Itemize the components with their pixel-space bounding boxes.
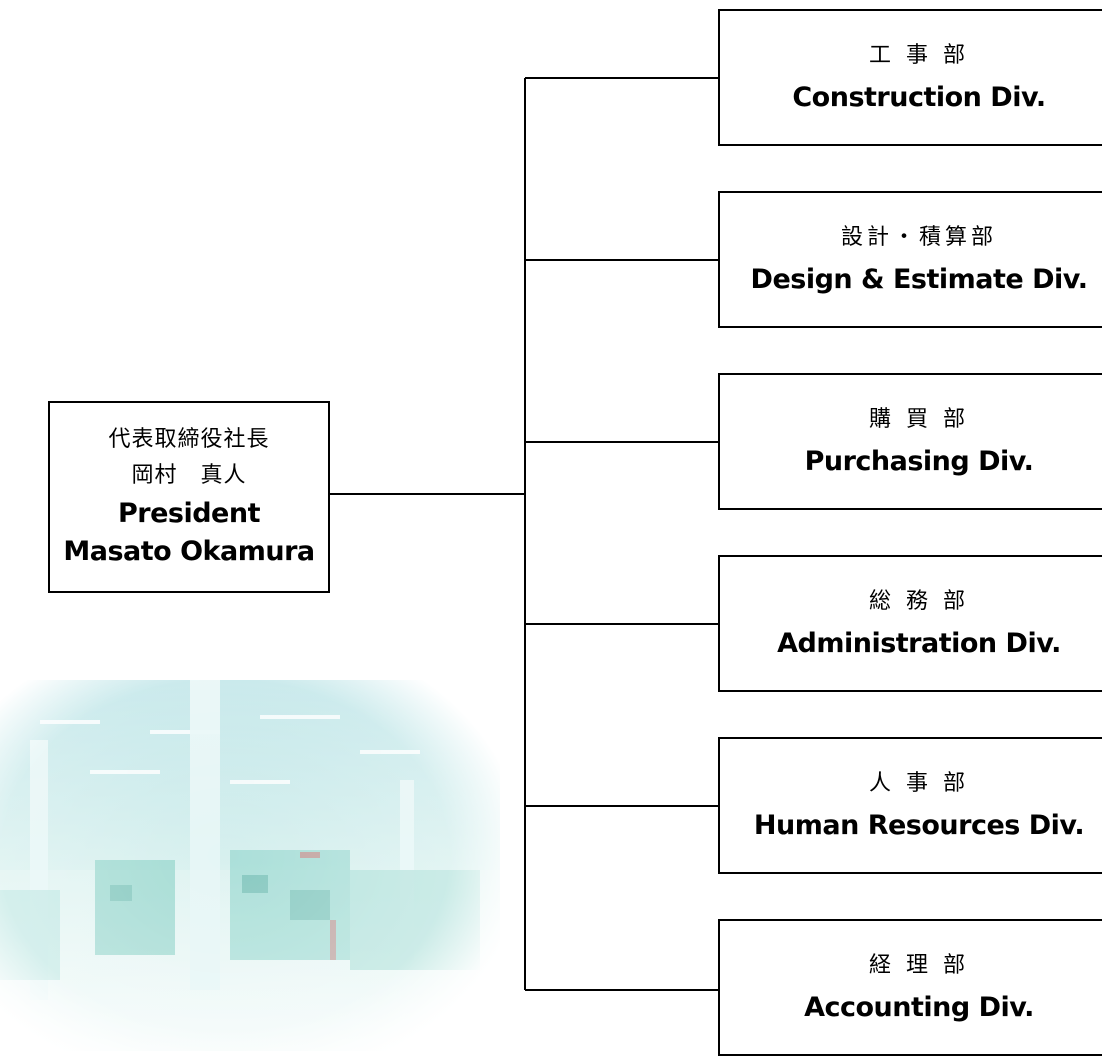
division-name-en: Purchasing Div. (804, 445, 1034, 477)
division-name-jp: 人 事 部 (869, 770, 969, 796)
president-title-jp: 代表取締役社長 (108, 427, 270, 452)
division-name-en: Construction Div. (792, 81, 1046, 113)
division-box-design-estimate: 設計・積算部 Design & Estimate Div. (718, 191, 1102, 328)
division-name-jp: 購 買 部 (869, 406, 969, 432)
division-box-accounting: 経 理 部 Accounting Div. (718, 919, 1102, 1056)
division-box-construction: 工 事 部 Construction Div. (718, 9, 1102, 146)
division-name-jp: 経 理 部 (869, 952, 969, 978)
president-name-en: Masato Okamura (63, 536, 315, 567)
division-box-purchasing: 購 買 部 Purchasing Div. (718, 373, 1102, 510)
division-name-jp: 工 事 部 (869, 42, 969, 68)
division-name-en: Administration Div. (777, 627, 1061, 659)
division-name-en: Design & Estimate Div. (750, 263, 1088, 295)
division-name-jp: 設計・積算部 (840, 224, 997, 250)
president-box: 代表取締役社長 岡村 真人 President Masato Okamura (48, 401, 330, 593)
president-title-en: President (117, 498, 261, 529)
president-name-jp: 岡村 真人 (131, 463, 247, 488)
division-name-en: Accounting Div. (804, 991, 1034, 1023)
division-name-jp: 総 務 部 (869, 588, 969, 614)
factory-background-photo (0, 660, 500, 1051)
division-box-human-resources: 人 事 部 Human Resources Div. (718, 737, 1102, 874)
division-box-administration: 総 務 部 Administration Div. (718, 555, 1102, 692)
division-name-en: Human Resources Div. (753, 809, 1085, 841)
